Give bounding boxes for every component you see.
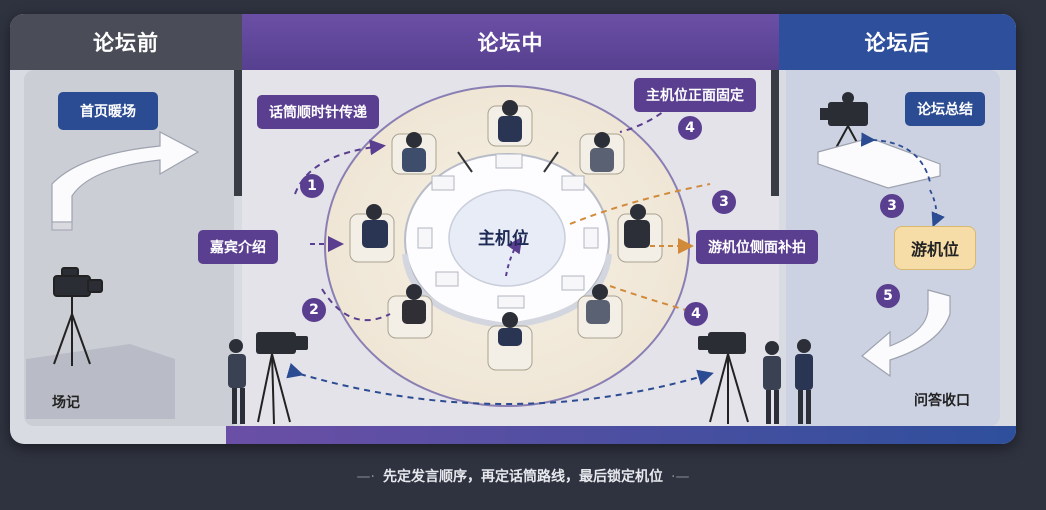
table-papers [417,153,599,309]
arrow-mic-pass [294,139,386,195]
arrow-to-roaming [929,189,945,228]
step-badge-4-bottom: 4 [684,302,708,326]
caption-dash-left: —· [356,469,375,485]
chair-bottom-right [577,284,623,339]
caption-dash-right: ·— [671,469,690,485]
caption-line: —· 先定发言顺序，再定话筒路线，最后锁定机位 ·— [0,466,1046,486]
warmup-chip: 首页暖场 [58,92,158,130]
scene-record-label: 场记 [52,395,80,411]
left-floor [26,344,175,419]
bottom-accent-bar [226,426,1016,444]
step-badge-3-right: 3 [880,194,904,218]
main-position-label: 主机位 [478,229,529,249]
right-cameraman-group [698,332,813,424]
chair-top-right [579,132,625,175]
stage-before-header: 论坛前 [10,14,242,70]
guest-intro-chip: 嘉宾介绍 [198,230,278,264]
step-badge-4-top: 4 [678,116,702,140]
left-tripod-camera [53,267,103,366]
diagram-board: 论坛前 论坛中 论坛后 [10,14,1016,444]
chair-top-left [391,132,437,175]
roaming-side-chip: 游机位侧面补拍 [696,230,818,264]
divider-left [234,70,242,196]
arrow-main-pos [505,236,523,277]
scene-illustration [26,85,951,425]
arrow-orange-top [569,183,711,225]
roaming-chip: 游机位 [894,226,977,270]
stage-after-header: 论坛后 [779,14,1016,70]
chair-top [487,100,533,147]
caption-text: 先定发言顺序，再定话筒路线，最后锁定机位 [383,469,663,485]
divider-right [771,70,779,196]
step-badge-1: 1 [300,174,324,198]
stage-during-header: 论坛中 [242,14,779,70]
chair-right [617,204,663,263]
step-badge-3-middle: 3 [712,190,736,214]
arrow-orange-bottom [609,285,701,315]
left-cameraman [228,332,308,425]
arrow-summary-down [860,132,931,183]
qa-arrow-shape [861,289,951,378]
chair-left [349,204,395,263]
mic-pass-chip: 话筒顺时针传递 [257,95,379,129]
warmup-arrow-shape [51,131,200,231]
microphones [457,151,559,173]
chair-bottom-left [387,284,433,339]
step-badge-5: 5 [876,284,900,308]
qa-close-label: 问答收口 [914,393,970,409]
main-fixed-chip: 主机位正面固定 [634,78,756,112]
summary-chip: 论坛总结 [905,92,985,126]
chair-bottom [487,312,533,371]
arrow-camera-link [286,362,714,405]
step-badge-2: 2 [302,298,326,322]
right-camera-icon [820,92,868,149]
